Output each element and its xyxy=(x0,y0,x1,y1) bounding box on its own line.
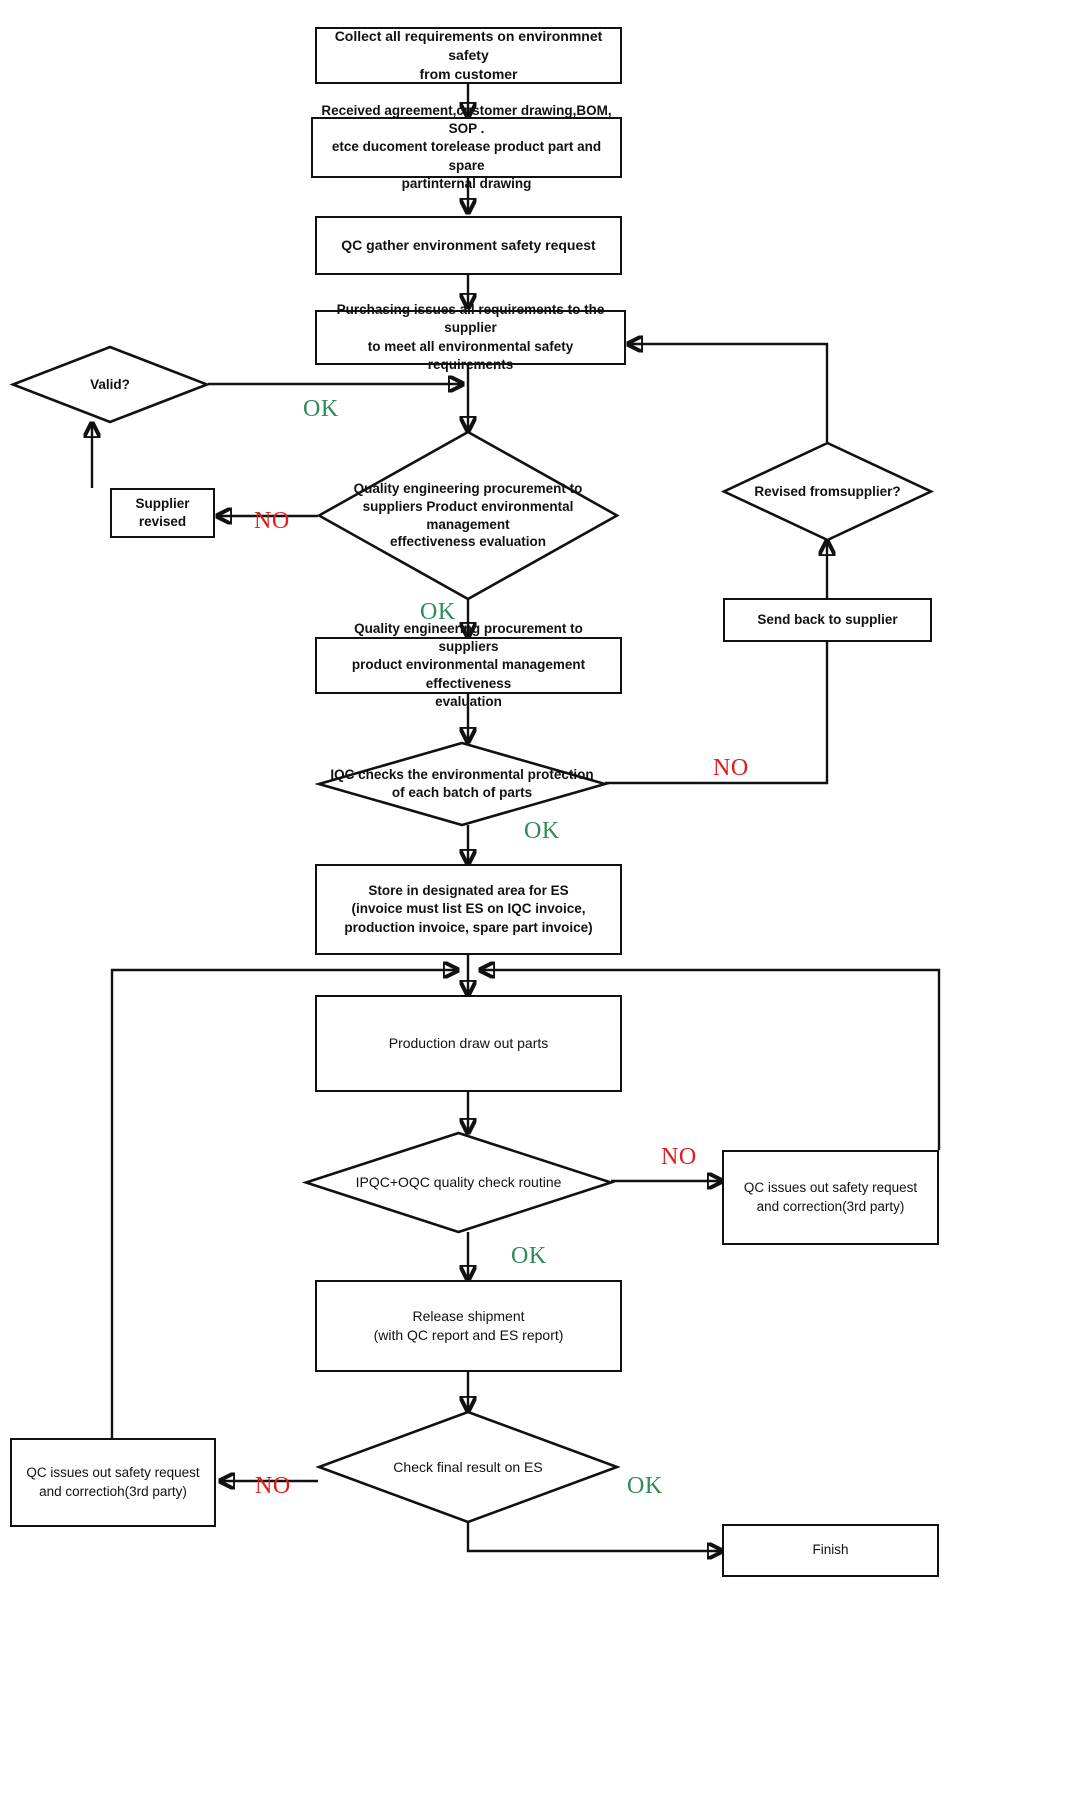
node-production-draw-out[interactable]: Production draw out parts xyxy=(315,995,622,1092)
edge-label-ok-quality-eval: OK xyxy=(420,599,456,625)
node-collect-requirements[interactable]: Collect all requirements on environmnet … xyxy=(315,27,622,84)
node-supplier-revised[interactable]: Supplier revised xyxy=(110,488,215,538)
edge-label-ok-final: OK xyxy=(627,1473,663,1499)
decision-valid[interactable]: Valid? xyxy=(12,346,208,423)
decision-quality-eval[interactable]: Quality engineering procurement to suppl… xyxy=(318,431,618,600)
node-quality-eval-process[interactable]: Quality engineering procurement to suppl… xyxy=(315,621,622,709)
decision-iqc-checks[interactable]: IQC checks the environmental protection … xyxy=(318,742,606,826)
edge-label-no-ipqc: NO xyxy=(661,1144,697,1170)
edge-label-ok-valid: OK xyxy=(303,396,339,422)
decision-revised-from-supplier[interactable]: Revised fromsupplier? xyxy=(723,442,932,541)
node-send-back-supplier[interactable]: Send back to supplier xyxy=(723,598,932,642)
node-label: QC gather environment safety request xyxy=(341,237,596,254)
edge-label-no-supplier-revised: NO xyxy=(254,508,290,534)
node-label: Production draw out parts xyxy=(388,1035,549,1052)
node-label: QC issues out safety request and correct… xyxy=(26,1465,200,1499)
node-qc-issues-left[interactable]: QC issues out safety request and correct… xyxy=(10,1438,216,1527)
node-qc-issues-right[interactable]: QC issues out safety request and correct… xyxy=(722,1150,939,1245)
node-label: Release shipment (with QC report and ES … xyxy=(373,1308,564,1343)
node-purchasing-issues[interactable]: Purchasing issues all requirements to th… xyxy=(315,302,626,372)
node-label: Supplier revised xyxy=(135,495,190,529)
node-qc-gather[interactable]: QC gather environment safety request xyxy=(315,216,622,275)
decision-ipqc-oqc[interactable]: IPQC+OQC quality check routine xyxy=(305,1132,612,1233)
node-release-shipment[interactable]: Release shipment (with QC report and ES … xyxy=(315,1280,622,1372)
edge-label-no-final: NO xyxy=(255,1473,291,1499)
decision-check-final-result[interactable]: Check final result on ES xyxy=(318,1411,618,1523)
edge-label-ok-iqc: OK xyxy=(524,818,560,844)
node-label: Send back to supplier xyxy=(757,611,898,627)
node-store-designated[interactable]: Store in designated area for ES (invoice… xyxy=(315,864,622,955)
edge-label-no-iqc: NO xyxy=(713,755,749,781)
node-label: Purchasing issues all requirements to th… xyxy=(336,302,605,372)
node-received-agreement[interactable]: Received agreement,customer drawing,BOM,… xyxy=(311,103,622,191)
node-label: Finish xyxy=(812,1542,849,1558)
node-label: Collect all requirements on environmnet … xyxy=(334,28,603,82)
node-label: Store in designated area for ES (invoice… xyxy=(344,883,593,935)
node-label: Received agreement,customer drawing,BOM,… xyxy=(321,102,612,191)
node-label: Quality engineering procurement to suppl… xyxy=(351,620,586,709)
edge-label-ok-ipqc: OK xyxy=(511,1243,547,1269)
node-label: QC issues out safety request and correct… xyxy=(743,1180,918,1214)
node-finish[interactable]: Finish xyxy=(722,1524,939,1577)
